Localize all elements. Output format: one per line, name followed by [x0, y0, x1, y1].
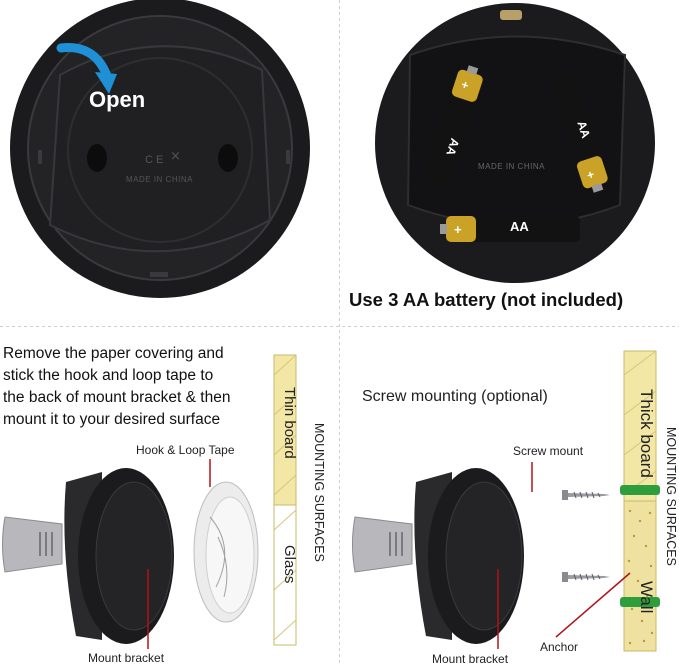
battery-caption: Use 3 AA battery (not included) [349, 289, 624, 310]
svg-text:C E: C E [145, 154, 163, 166]
anchor-pointer [555, 572, 631, 638]
surface-thick-board-label: Thick board [637, 389, 656, 478]
mount-bracket-pointer [147, 569, 149, 649]
svg-text:+: + [585, 167, 596, 182]
svg-text:AA: AA [443, 137, 462, 158]
svg-text:+: + [454, 222, 462, 237]
screw-icon [562, 572, 610, 582]
battery-right: + AA [549, 70, 608, 193]
hook-loop-tape [193, 481, 259, 623]
hook-loop-pointer [209, 459, 211, 487]
hook-loop-label: Hook & Loop Tape [136, 443, 235, 457]
screw-mount-pointer [531, 462, 533, 492]
anchor-label: Anchor [540, 640, 579, 654]
mount-bracket-label: Mount bracket [432, 652, 509, 666]
mount-bracket-pointer [497, 569, 499, 649]
device-back-illustration: C E ⨯ [10, 0, 310, 298]
made-in-label: MADE IN CHINA [126, 175, 193, 184]
vertical-divider [339, 0, 340, 665]
open-label: Open [89, 87, 146, 112]
surface-boards [273, 354, 297, 646]
instruction-text: Remove the paper covering and stick the … [3, 345, 231, 428]
screw-mounting-title: Screw mounting (optional) [362, 388, 548, 405]
made-in-label: MADE IN CHINA [478, 162, 545, 171]
panel-screw-mounting: Screw mounting (optional) Thick board Wa… [340, 327, 679, 666]
mounting-surfaces-label: MOUNTING SURFACES [312, 423, 326, 562]
panel-open-back: C E ⨯ Open MADE IN CHINA [0, 0, 339, 326]
svg-text:AA: AA [574, 119, 593, 140]
device-side-illustration [352, 468, 524, 644]
surface-thin-board-label: Thin board [281, 387, 298, 459]
svg-text:⨯: ⨯ [170, 148, 181, 163]
battery-bottom: + [440, 216, 580, 242]
screw-icon [562, 490, 610, 500]
open-arrow-icon [56, 43, 117, 94]
surface-glass-label: Glass [281, 545, 298, 584]
mount-bracket-label: Mount bracket [88, 651, 165, 665]
panel-battery: + AA + AA + AA MADE IN CHINA Use 3 AA ba… [340, 0, 679, 326]
device-side-illustration [2, 468, 174, 644]
surface-thick-wall [620, 350, 660, 652]
screw-mount-label: Screw mount [513, 444, 584, 458]
battery-left: + AA [424, 65, 483, 188]
horizontal-divider [0, 326, 679, 327]
panel-hook-loop: Remove the paper covering and stick the … [0, 327, 339, 665]
svg-text:+: + [459, 77, 470, 92]
mounting-surfaces-label: MOUNTING SURFACES [664, 427, 678, 566]
battery-label: AA [510, 219, 529, 234]
